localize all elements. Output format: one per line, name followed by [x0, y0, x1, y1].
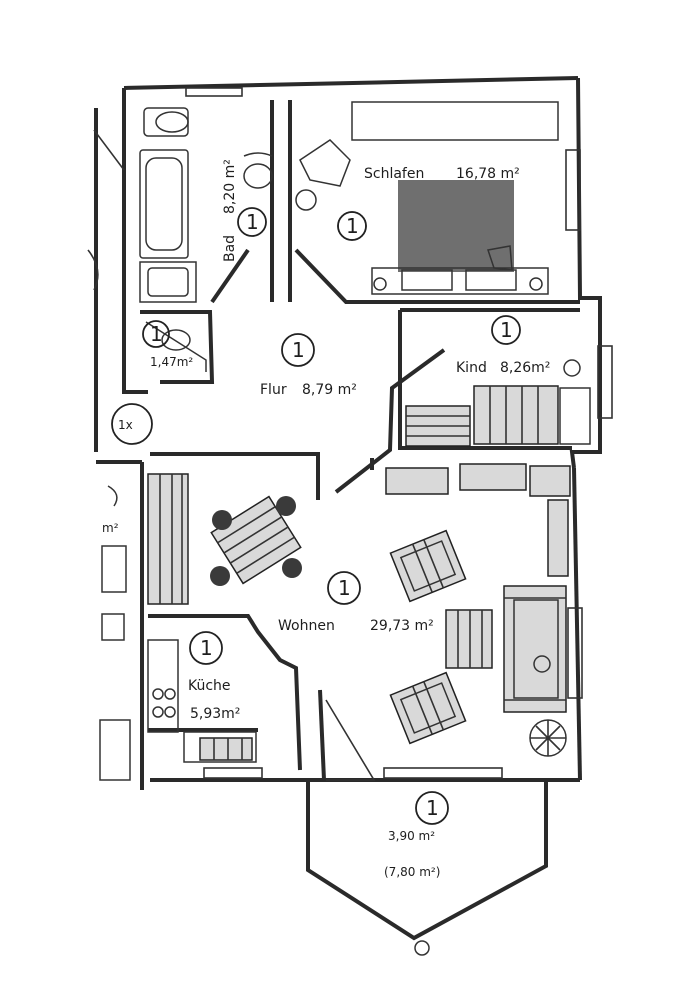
neighbor-fixtures [99, 485, 131, 781]
unit-marker-bad: 1 [237, 207, 267, 237]
unit-marker-flur: 1 [281, 333, 315, 367]
svg-text:1: 1 [500, 318, 513, 342]
wc-fixtures [145, 321, 207, 372]
unit-marker-wc: 1 [142, 320, 170, 348]
bedroom-furniture [295, 101, 559, 295]
room-name-kueche: Küche [188, 678, 231, 694]
living-room-furniture [147, 463, 571, 757]
svg-text:1: 1 [150, 322, 163, 346]
unit-marker-kueche: 1 [189, 631, 223, 665]
unit-marker-schlafen: 1 [337, 211, 367, 241]
svg-text:1: 1 [246, 210, 259, 234]
room-name-wohnen: Wohnen [278, 618, 335, 634]
room-area-bad: 8,20 m² [222, 159, 238, 214]
unit-markers: 1 1 1 1 1 1 1 1 [142, 207, 521, 825]
svg-text:1: 1 [426, 796, 439, 820]
entrance-marker: 1x [111, 403, 153, 445]
svg-text:1: 1 [200, 636, 213, 660]
room-area-wohnen: 29,73 m² [370, 618, 434, 634]
interior-walls [140, 100, 580, 781]
svg-text:1: 1 [346, 214, 359, 238]
room-area-kind: 8,26m² [500, 360, 550, 376]
room-area-kueche: 5,93m² [190, 706, 240, 722]
room-name-bad: Bad [222, 235, 238, 262]
kid-room-furniture [405, 359, 591, 447]
room-area-balkon: 3,90 m² [388, 829, 435, 843]
room-name-flur: Flur [260, 382, 287, 398]
neighbor-fragment-label: m² [102, 521, 119, 535]
svg-text:1: 1 [292, 338, 305, 362]
entrance-marker-label: 1x [118, 418, 133, 432]
unit-marker-kind: 1 [491, 315, 521, 345]
room-area-balkon-total: (7,80 m²) [384, 865, 440, 879]
outer-walls [87, 76, 602, 790]
svg-text:1: 1 [338, 576, 351, 600]
room-name-kind: Kind [456, 360, 487, 376]
unit-marker-balkon: 1 [415, 791, 449, 825]
room-labels: Schlafen 16,78 m² Bad 8,20 m² 1,47m² Flu… [102, 159, 550, 879]
room-name-schlafen: Schlafen [364, 166, 424, 182]
kitchen-furniture [147, 639, 257, 763]
balcony [306, 780, 548, 956]
room-area-schlafen: 16,78 m² [456, 166, 520, 182]
room-area-flur: 8,79 m² [302, 382, 357, 398]
room-area-wc: 1,47m² [150, 355, 193, 369]
unit-marker-wohnen: 1 [327, 571, 361, 605]
bathroom-fixtures [139, 107, 273, 303]
windows [185, 87, 613, 779]
